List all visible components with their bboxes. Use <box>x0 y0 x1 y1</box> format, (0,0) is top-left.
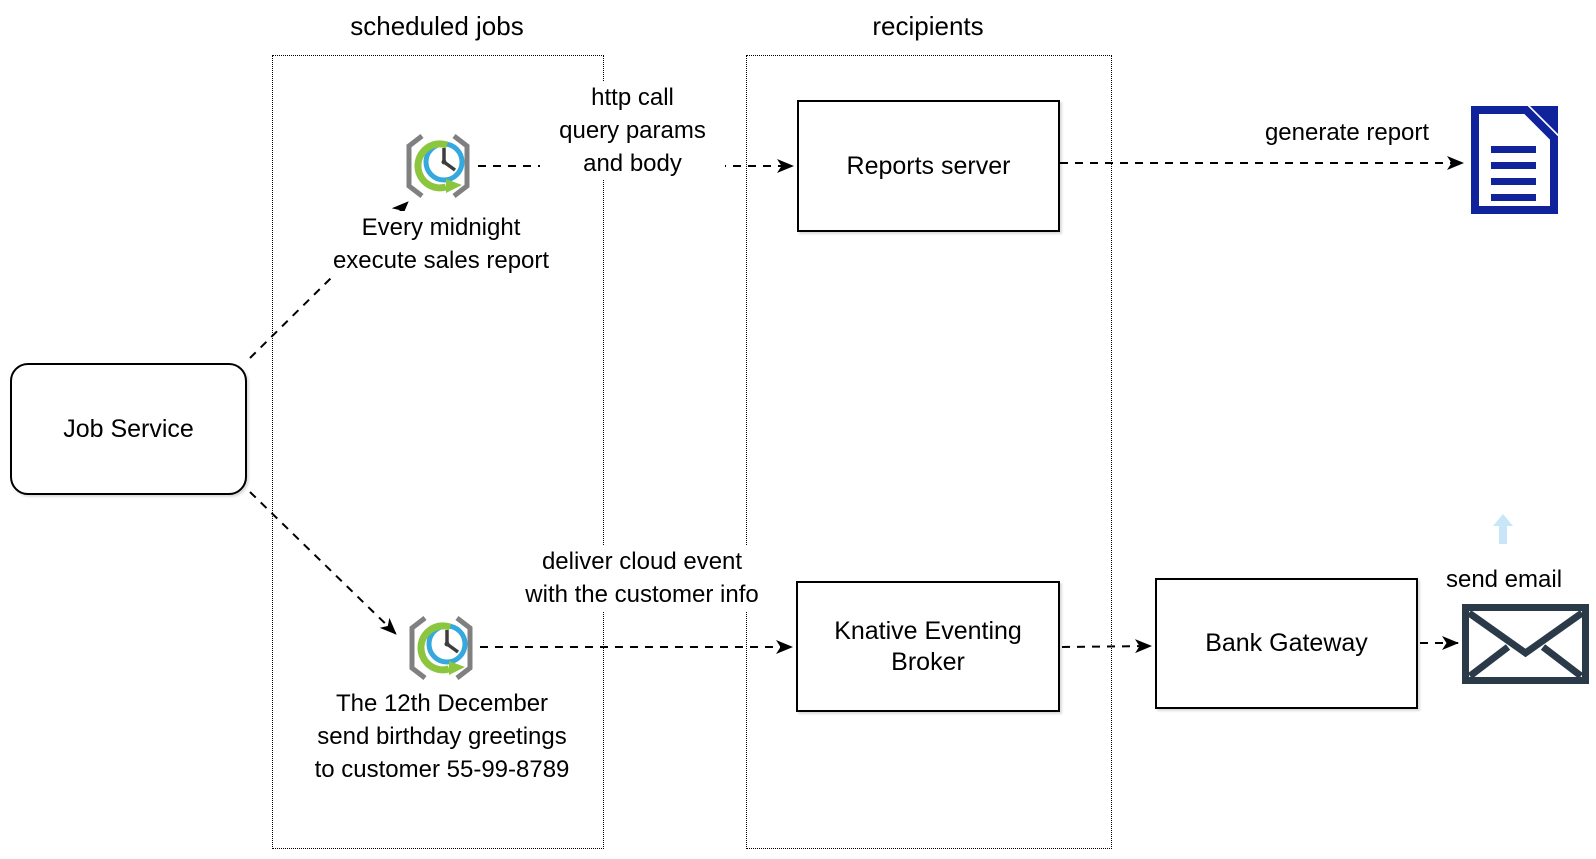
scheduled-jobs-group <box>272 55 604 849</box>
bank-gateway-node: Bank Gateway <box>1155 578 1418 709</box>
schedule-clock-icon <box>404 615 478 681</box>
bank-gateway-label: Bank Gateway <box>1205 629 1368 657</box>
knative-eventing-broker-node: Knative Eventing Broker <box>796 581 1060 712</box>
recipients-group <box>746 55 1112 849</box>
send-email-label: send email <box>1445 566 1563 593</box>
schedule1-line1: Every midnight <box>361 214 521 241</box>
job-service-label: Job Service <box>63 414 194 443</box>
report-document-icon <box>1466 104 1560 216</box>
reports-server-node: Reports server <box>797 100 1060 232</box>
schedule2-description: The 12th December send birthday greeting… <box>282 687 602 786</box>
http-call-line3: and body <box>583 150 682 177</box>
cloud-event-line1: deliver cloud event <box>541 548 743 575</box>
schedule2-line3: to customer 55-99-8789 <box>314 756 570 783</box>
arrow-knative-broker-to-bank-gateway <box>1061 639 1152 654</box>
schedule-clock-icon <box>401 133 475 199</box>
arrow-jobservice-to-schedule2 <box>249 491 397 635</box>
scheduled-jobs-group-title: scheduled jobs <box>350 11 524 41</box>
schedule2-line2: send birthday greetings <box>317 723 567 750</box>
recipients-group-title: recipients <box>872 11 984 41</box>
cloud-event-line2: with the customer info <box>525 581 759 608</box>
http-call-line1: http call <box>591 84 674 111</box>
email-envelope-icon <box>1462 604 1589 684</box>
http-call-label: http call query params and body <box>540 81 725 180</box>
schedule1-description: Every midnight execute sales report <box>305 211 577 277</box>
schedule1-line2: execute sales report <box>332 247 550 274</box>
cloud-event-label: deliver cloud event with the customer in… <box>496 545 788 611</box>
schedule2-line1: The 12th December <box>335 690 549 717</box>
generate-report-label: generate report <box>1264 119 1430 146</box>
up-arrow-icon <box>1492 514 1514 544</box>
reports-server-label: Reports server <box>846 151 1011 180</box>
knative-eventing-broker-label: Knative Eventing Broker <box>834 616 1022 676</box>
job-service-node: Job Service <box>10 363 247 495</box>
http-call-line2: query params <box>559 117 706 144</box>
